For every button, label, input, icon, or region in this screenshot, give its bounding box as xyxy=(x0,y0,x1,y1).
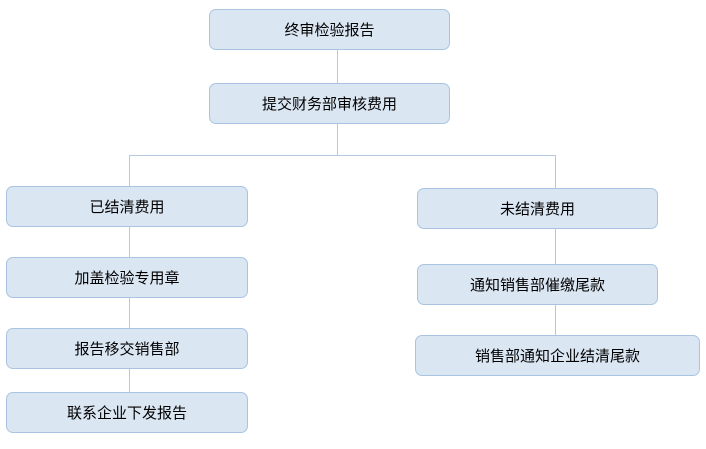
connector-unsettled-to-notify xyxy=(555,229,556,264)
flow-node-settled-fees: 已结清费用 xyxy=(6,186,248,227)
connector-transfer-to-contact xyxy=(129,369,130,392)
flow-node-sales-notify-enterprise: 销售部通知企业结清尾款 xyxy=(415,335,700,376)
connector-branch-to-settled xyxy=(129,155,130,186)
flow-node-contact-issue-report: 联系企业下发报告 xyxy=(6,392,248,433)
connector-notify-to-salesnotify xyxy=(555,305,556,335)
flow-node-notify-sales-payment: 通知销售部催缴尾款 xyxy=(417,264,658,305)
connector-submit-to-branch xyxy=(337,123,338,155)
connector-branch-bar xyxy=(129,155,556,156)
flow-node-submit-finance: 提交财务部审核费用 xyxy=(209,83,450,124)
connector-final-to-submit xyxy=(337,50,338,83)
connector-branch-to-unsettled xyxy=(555,155,556,188)
connector-stamp-to-transfer xyxy=(129,298,130,328)
connector-settled-to-stamp xyxy=(129,227,130,257)
flow-node-stamp-seal: 加盖检验专用章 xyxy=(6,257,248,298)
flow-node-final-report: 终审检验报告 xyxy=(209,9,450,50)
flow-node-unsettled-fees: 未结清费用 xyxy=(417,188,658,229)
flow-node-transfer-sales: 报告移交销售部 xyxy=(6,328,248,369)
